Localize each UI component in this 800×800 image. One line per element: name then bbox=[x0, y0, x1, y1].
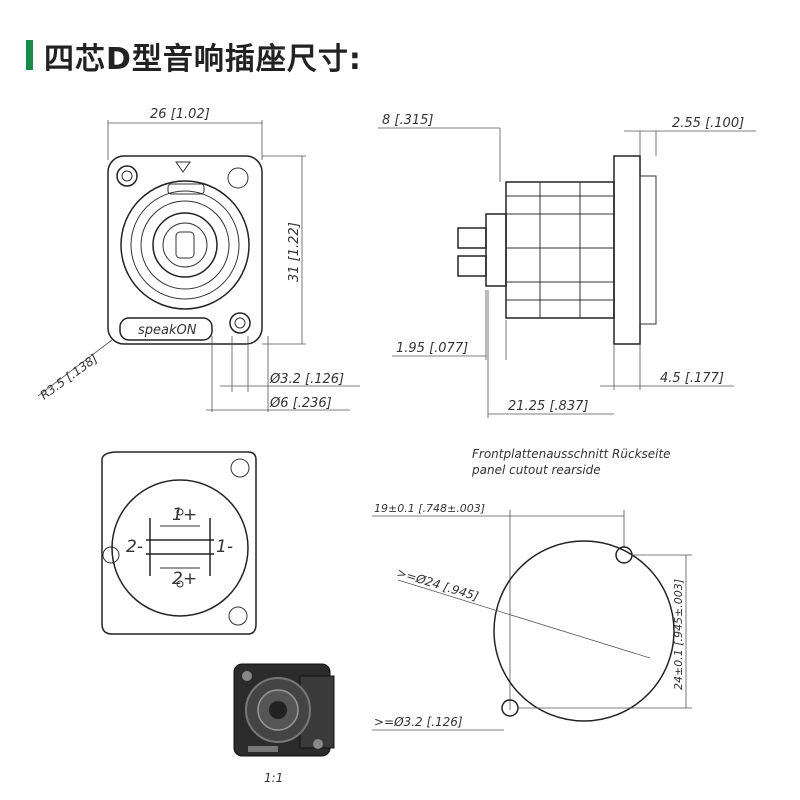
cutout-view: Frontplattenausschnitt Rückseite panel c… bbox=[372, 447, 692, 731]
pin-view-flange bbox=[101, 451, 257, 635]
terminal-pin-top bbox=[457, 227, 487, 249]
cutout-caption-de: Frontplattenausschnitt Rückseite bbox=[472, 447, 671, 461]
radius-leader bbox=[37, 339, 113, 397]
terminal-pin-bottom bbox=[457, 255, 487, 277]
side-left-dim-label: 1.95 [.077] bbox=[396, 341, 468, 356]
side-top-left-dim-label: 8 [.315] bbox=[382, 113, 434, 128]
brand-logo-mark bbox=[227, 167, 249, 189]
socket-ring bbox=[152, 212, 218, 278]
cutout-width-dim-label: 19±0.1 [.748±.003] bbox=[374, 502, 485, 515]
cutout-caption-en: panel cutout rearside bbox=[471, 463, 601, 477]
mount-hole-bottom-right bbox=[229, 312, 251, 334]
outer-dim-label: Ø6 [.236] bbox=[269, 396, 332, 411]
brand-label: speakON bbox=[138, 323, 197, 338]
side-front-lip bbox=[639, 175, 657, 325]
orientation-triangle bbox=[175, 161, 191, 173]
pin-label-2-plus: 2+ bbox=[172, 569, 197, 589]
front-view: 26 [1.02] 31 [1.22] speakON R3.5 [.138] bbox=[38, 107, 360, 412]
photo-scale-label: 1:1 bbox=[264, 771, 283, 785]
mount-hole-top-left bbox=[116, 165, 138, 187]
product-photo: 1:1 bbox=[233, 663, 335, 785]
pin-label-1-minus: 1- bbox=[216, 537, 233, 557]
cutout-hole-dim-label: >=Ø3.2 [.126] bbox=[374, 715, 463, 729]
front-flange bbox=[107, 155, 263, 345]
radius-dim-label: R3.5 [.138] bbox=[38, 351, 101, 402]
pin-view: 1+ 1- 2- 2+ bbox=[101, 451, 257, 635]
socket-center bbox=[175, 231, 195, 259]
cutout-diameter-label: >=Ø24 [.945] bbox=[395, 565, 480, 603]
latch-tab bbox=[167, 183, 205, 195]
title-accent-bar bbox=[26, 40, 33, 70]
housing-outer-ring bbox=[120, 180, 250, 310]
cutout-hole-top bbox=[615, 546, 633, 564]
height-dim-label: 31 [1.22] bbox=[287, 222, 302, 282]
pin-label-1-plus: 1+ bbox=[172, 505, 197, 525]
side-top-right-dim-label: 2.55 [.100] bbox=[672, 116, 744, 131]
pin-label-2-minus: 2- bbox=[126, 537, 143, 557]
side-terminal-block bbox=[485, 213, 507, 287]
cutout-diameter-leader bbox=[397, 579, 651, 659]
side-flange bbox=[613, 155, 641, 345]
cutout-circle bbox=[493, 540, 675, 722]
cutout-height-dim-label: 24±0.1 [.945±.003] bbox=[672, 579, 685, 690]
pin-view-housing bbox=[111, 479, 249, 617]
page-title: 四芯D型音响插座尺寸: bbox=[44, 42, 362, 77]
side-view: 8 [.315] 2.55 [.100] 1.95 [.077] 4.5 [.1… bbox=[378, 113, 756, 418]
width-dim-label: 26 [1.02] bbox=[150, 107, 210, 122]
hole-dim-label: Ø3.2 [.126] bbox=[269, 372, 344, 387]
side-bottom-dim-label: 21.25 [.837] bbox=[508, 399, 588, 414]
brand-plate bbox=[119, 317, 213, 341]
side-right-dim-label: 4.5 [.177] bbox=[660, 371, 724, 386]
side-body bbox=[505, 181, 615, 319]
